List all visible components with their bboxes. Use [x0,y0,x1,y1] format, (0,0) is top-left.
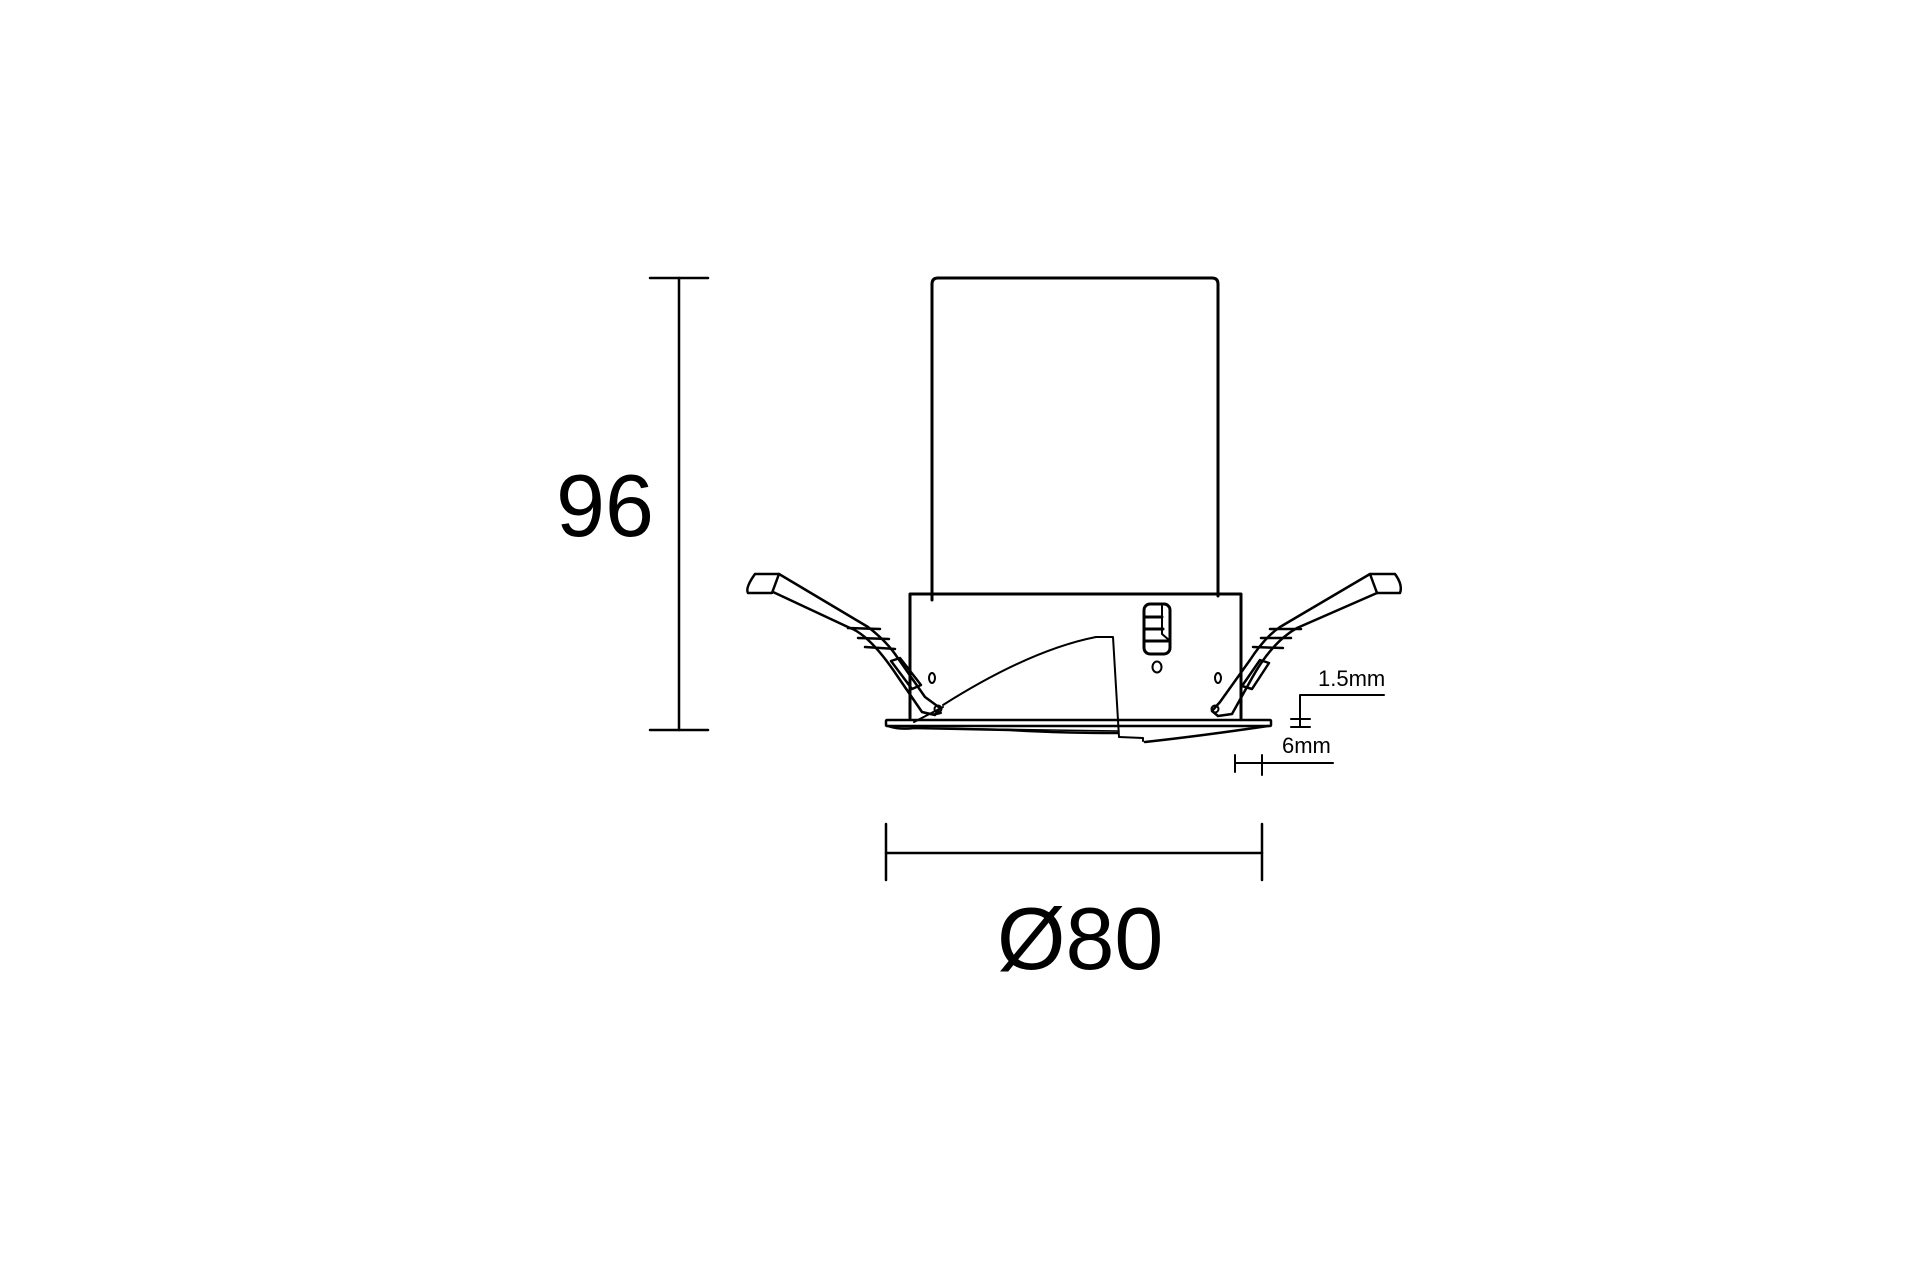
diameter-dimension-line [884,822,1264,882]
adjustment-knob [1142,602,1172,674]
height-dimension-label: 96 [556,456,654,555]
lower-body [908,592,1243,720]
trim-bezel [884,718,1273,744]
trim-thickness-label: 1.5mm [1318,666,1386,691]
housing-cylinder [930,276,1220,602]
diameter-dimension-label: Ø80 [997,889,1164,988]
height-dimension-line [648,276,710,732]
right-spring-clip [1210,572,1403,718]
trim-thickness-leader [1290,694,1385,728]
trim-overhang-leader [1234,754,1334,776]
left-spring-clip [746,572,943,717]
trim-overhang-label: 6mm [1282,733,1331,758]
